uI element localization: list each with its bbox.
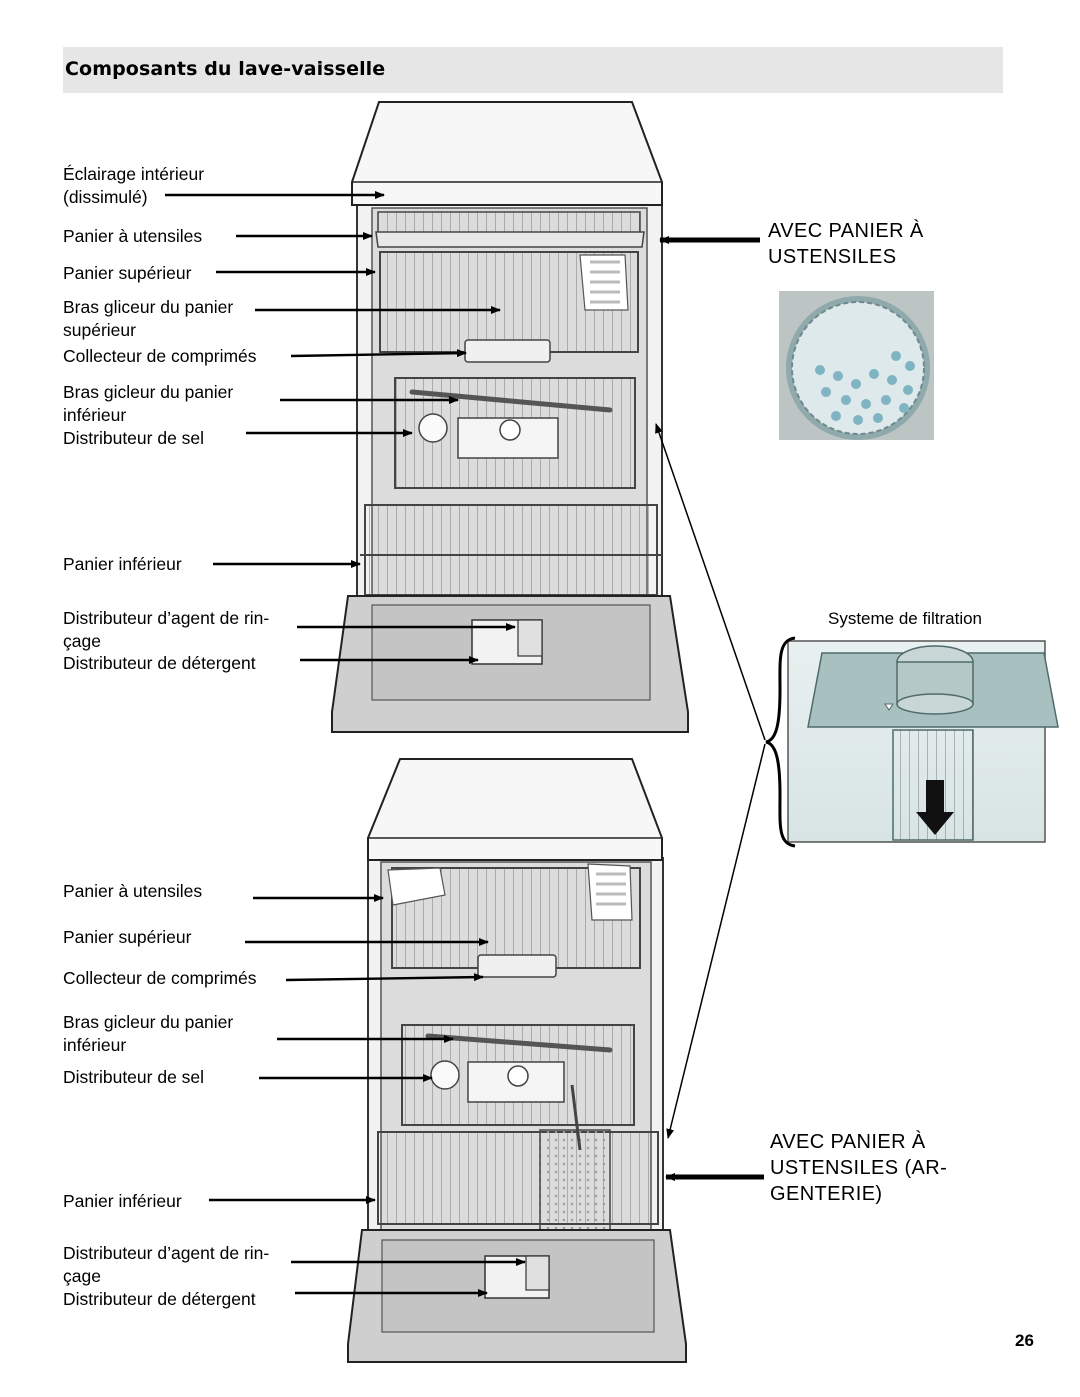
label-upper-spray-arm: Bras gliceur du panier supérieur bbox=[63, 297, 234, 340]
label-salt-dispenser-top: Distributeur de sel bbox=[63, 428, 205, 448]
filtration-leader-down bbox=[666, 743, 766, 1139]
filtration-leader-up bbox=[655, 423, 766, 741]
label-rinse-dispenser-top: Distributeur d’agent de rin- çage bbox=[63, 608, 270, 651]
label-rinse-dispenser-bottom: Distributeur d’agent de rin- çage bbox=[63, 1243, 270, 1286]
top-leader-lines bbox=[165, 191, 516, 664]
label-interior-light: Éclairage intérieur (dissimulé) bbox=[63, 164, 205, 207]
label-tablet-collector-bottom: Collecteur de comprimés bbox=[63, 968, 257, 988]
dishwasher-top-illustration bbox=[331, 101, 689, 733]
label-detergent-dispenser-bottom: Distributeur de détergent bbox=[63, 1289, 256, 1309]
label-utensil-basket-top: Panier à utensiles bbox=[63, 226, 203, 246]
label-upper-basket-top: Panier supérieur bbox=[63, 263, 192, 283]
page-number: 26 bbox=[1015, 1331, 1034, 1350]
callout-with-utensil-tray: AVEC PANIER À USTENSILES bbox=[768, 220, 924, 268]
label-salt-dispenser-bottom: Distributeur de sel bbox=[63, 1067, 205, 1087]
page-title: Composants du lave-vaisselle bbox=[65, 58, 386, 80]
callout-with-silverware-basket: AVEC PANIER À USTENSILES (AR- GENTERIE) bbox=[770, 1131, 948, 1205]
label-utensil-basket-bottom: Panier à utensiles bbox=[63, 881, 203, 901]
label-upper-basket-bottom: Panier supérieur bbox=[63, 927, 192, 947]
label-lower-spray-arm-bottom: Bras gicleur du panier inférieur bbox=[63, 1012, 234, 1055]
label-lower-basket-top: Panier inférieur bbox=[63, 554, 182, 574]
dishwasher-bottom-illustration bbox=[347, 758, 687, 1363]
label-detergent-dispenser-top: Distributeur de détergent bbox=[63, 653, 256, 673]
label-lower-spray-arm-top: Bras gicleur du panier inférieur bbox=[63, 382, 234, 425]
bottom-leader-lines bbox=[209, 894, 526, 1297]
label-tablet-collector-top: Collecteur de comprimés bbox=[63, 346, 257, 366]
callout-filtration: Systeme de filtration bbox=[828, 609, 983, 628]
filtration-brace bbox=[765, 636, 796, 848]
filtration-system-illustration bbox=[787, 640, 1059, 843]
filter-disc-illustration bbox=[779, 291, 934, 440]
section-header: Composants du lave-vaisselle bbox=[63, 47, 1003, 93]
label-lower-basket-bottom: Panier inférieur bbox=[63, 1191, 182, 1211]
